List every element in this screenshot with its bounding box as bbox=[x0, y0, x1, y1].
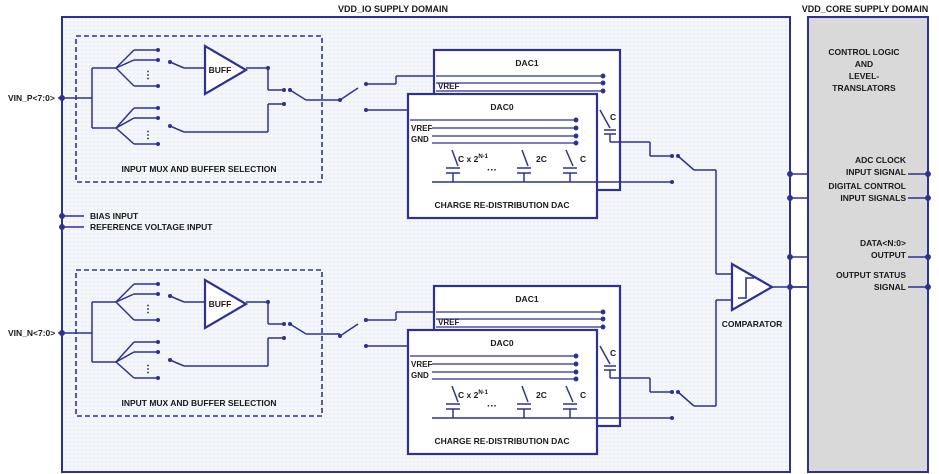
dac-2c-label: 2C bbox=[536, 154, 547, 164]
dac-c-label: C bbox=[580, 154, 586, 164]
core-supply-domain-box bbox=[807, 16, 929, 473]
vin-n-label: VIN_N<7:0> bbox=[8, 328, 55, 338]
dac1-vref-label: VREF bbox=[438, 82, 459, 91]
core-supply-domain-label: VDD_CORE SUPPLY DOMAIN bbox=[802, 4, 929, 14]
mux-title: INPUT MUX AND BUFFER SELECTION bbox=[121, 398, 276, 408]
output-status-label-1: OUTPUT STATUS bbox=[836, 270, 906, 280]
buffer-label: BUFF bbox=[209, 65, 232, 75]
io-supply-domain-label: VDD_IO SUPPLY DOMAIN bbox=[338, 4, 448, 14]
dac1-label: DAC1 bbox=[515, 58, 538, 68]
dac-msb-cap-exponent: N-1 bbox=[478, 154, 488, 160]
dac0-block bbox=[406, 328, 599, 456]
comparator: COMPARATOR bbox=[715, 170, 808, 406]
reference-voltage-label: REFERENCE VOLTAGE INPUT bbox=[90, 222, 213, 232]
data-output-label-2: OUTPUT bbox=[871, 250, 907, 260]
dac-title: CHARGE RE-DISTRIBUTION DAC bbox=[434, 200, 569, 210]
mux-ellipsis: ⋮ bbox=[143, 70, 153, 81]
mux-ellipsis: ⋮ bbox=[143, 130, 153, 141]
dac0-label: DAC0 bbox=[490, 338, 513, 348]
control-logic-label-2: AND bbox=[855, 59, 873, 69]
mux-ellipsis: ⋮ bbox=[143, 364, 153, 375]
dac0-label: DAC0 bbox=[490, 102, 513, 112]
digital-control-label-1: DIGITAL CONTROL bbox=[828, 181, 906, 191]
digital-control-label-2: INPUT SIGNALS bbox=[840, 193, 906, 203]
dac1-cap-label: C bbox=[610, 112, 616, 122]
dac0-block bbox=[406, 92, 599, 220]
dac-msb-cap-text: C x 2 bbox=[458, 390, 479, 400]
dac0-gnd-label: GND bbox=[411, 371, 429, 380]
mux-ellipsis: ⋮ bbox=[143, 304, 153, 315]
dac0-vref-label: VREF bbox=[411, 124, 432, 133]
mux-title: INPUT MUX AND BUFFER SELECTION bbox=[121, 164, 276, 174]
dac1-vref-label: VREF bbox=[438, 318, 459, 327]
adc-clock-label-2: INPUT SIGNAL bbox=[846, 167, 906, 177]
comparator-label: COMPARATOR bbox=[722, 319, 782, 329]
buffer-label: BUFF bbox=[209, 299, 232, 309]
dac1-label: DAC1 bbox=[515, 294, 538, 304]
control-logic-label-1: CONTROL LOGIC bbox=[828, 47, 899, 57]
input-mux-top: BUFF ⋮ ⋮ INPUT MUX AND BUFFER SELECTION bbox=[75, 35, 340, 183]
dac-group-bottom: DAC1 VREF C DAC0 VREF GND bbox=[338, 284, 716, 456]
dac-msb-cap-text: C x 2 bbox=[458, 154, 479, 164]
dac-dots: ··· bbox=[487, 401, 497, 412]
dac-title: CHARGE RE-DISTRIBUTION DAC bbox=[434, 436, 569, 446]
dac-c-label: C bbox=[580, 390, 586, 400]
adc-clock-label-1: ADC CLOCK bbox=[855, 155, 907, 165]
dac-msb-cap-label: C x 2N-1 bbox=[458, 154, 489, 164]
dac-msb-cap-exponent: N-1 bbox=[478, 390, 488, 396]
input-mux-bottom: BUFF ⋮ ⋮ INPUT MUX AND BUFFER SELECTION bbox=[75, 269, 340, 417]
control-logic-label-4: TRANSLATORS bbox=[832, 83, 896, 93]
control-logic-label-3: LEVEL- bbox=[849, 71, 879, 81]
vin-p-label: VIN_P<7:0> bbox=[8, 93, 55, 103]
dac0-vref-label: VREF bbox=[411, 360, 432, 369]
dac-2c-label: 2C bbox=[536, 390, 547, 400]
data-output-label-1: DATA<N:0> bbox=[860, 238, 906, 248]
bias-input-label: BIAS INPUT bbox=[90, 211, 139, 221]
dac0-gnd-label: GND bbox=[411, 135, 429, 144]
dac-group-top: DAC1 VREF C DAC0 VREF GND bbox=[338, 48, 716, 220]
output-status-label-2: SIGNAL bbox=[874, 282, 906, 292]
dac-msb-cap-label: C x 2N-1 bbox=[458, 390, 489, 400]
dac1-cap-label: C bbox=[610, 348, 616, 358]
dac-dots: ··· bbox=[487, 165, 497, 176]
